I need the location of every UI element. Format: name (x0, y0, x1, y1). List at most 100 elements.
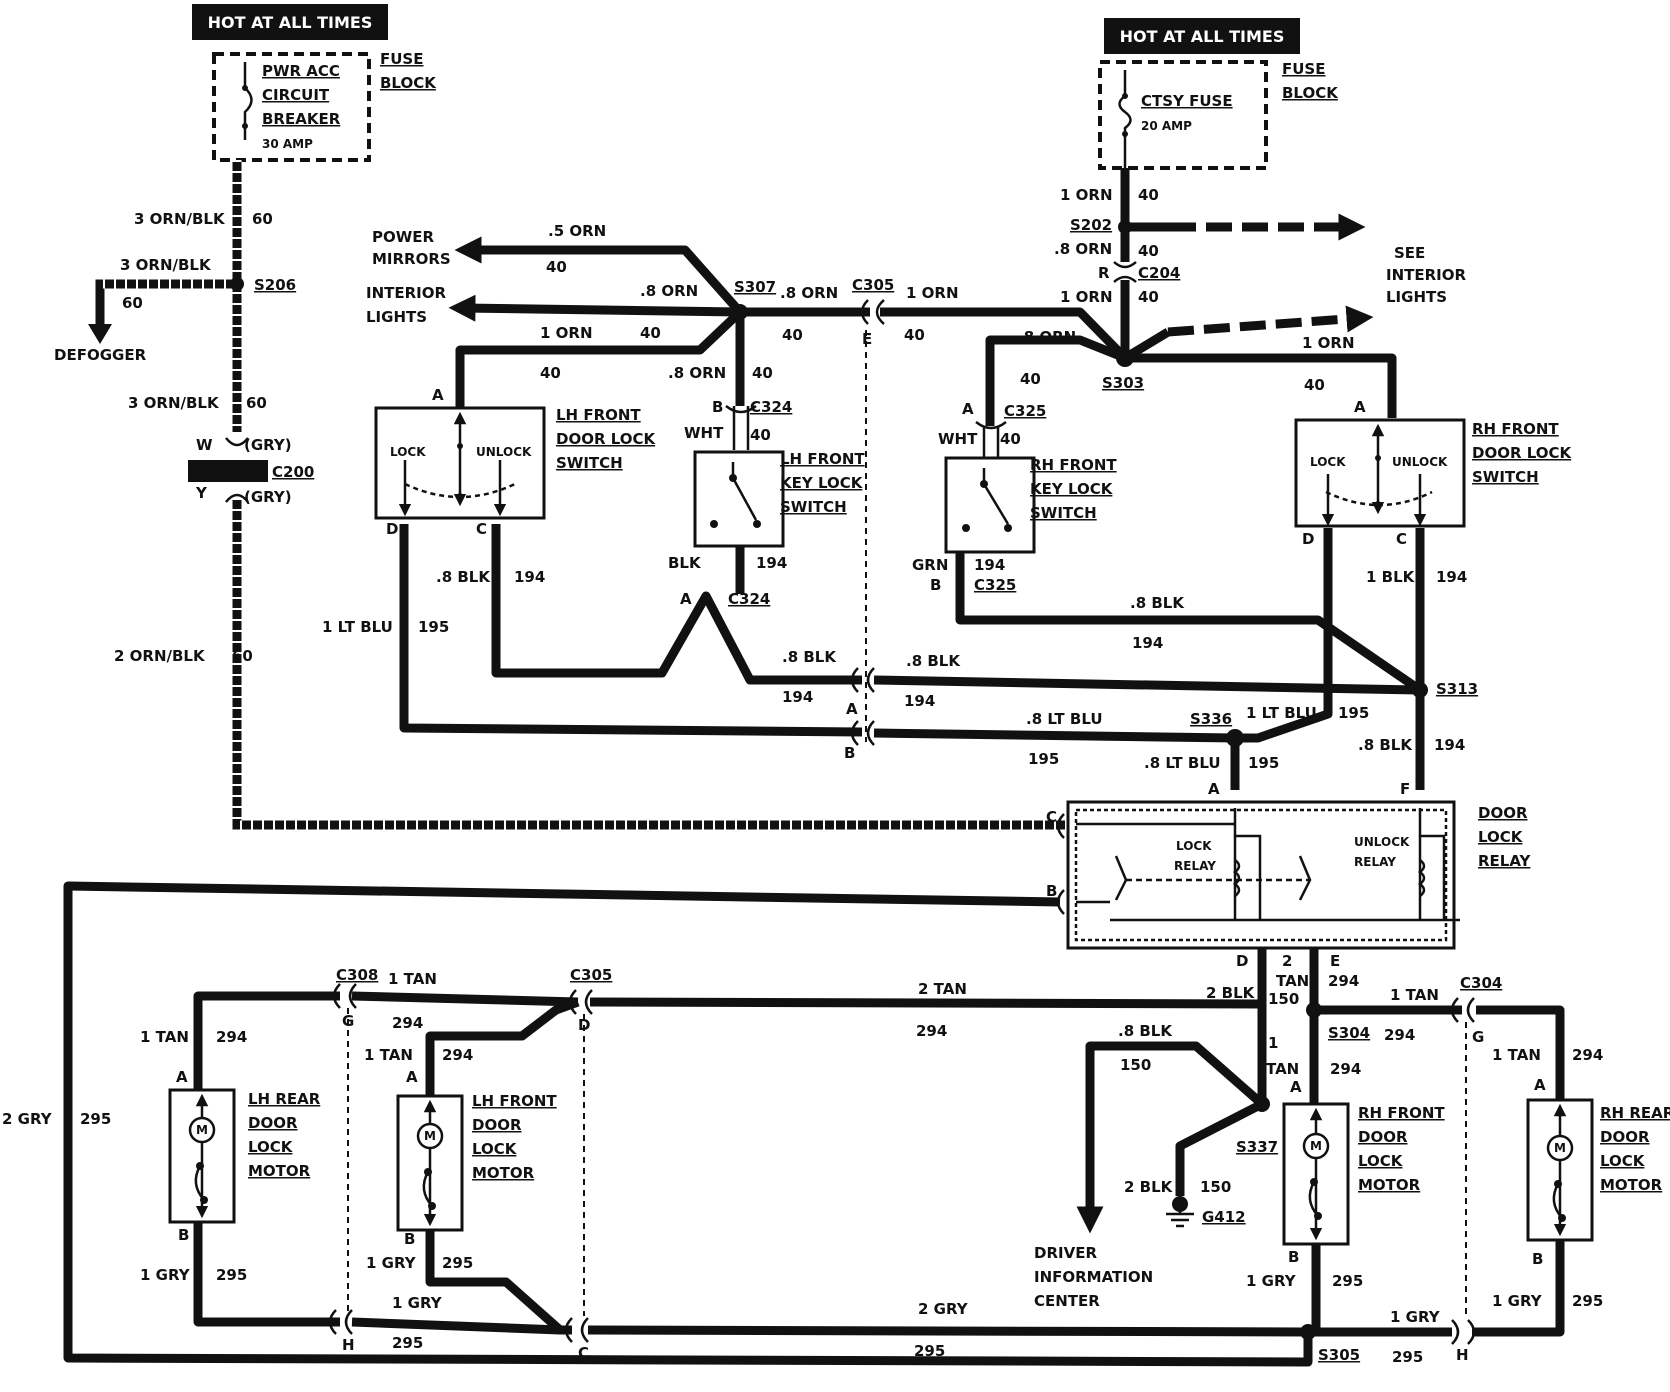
svg-text:295: 295 (442, 1254, 473, 1272)
svg-text:150: 150 (1200, 1178, 1231, 1196)
svg-text:D: D (1302, 530, 1314, 548)
svg-text:BLOCK: BLOCK (380, 74, 437, 92)
svg-text:1 GRY: 1 GRY (1246, 1272, 1297, 1290)
lh-front-door-lock-switch: LOCK UNLOCK LH FRONT DOOR LOCK SWITCH A … (374, 386, 657, 538)
svg-text:FUSE: FUSE (1282, 60, 1325, 78)
wire-orn-distribution (448, 236, 1397, 426)
svg-text:LOCK: LOCK (1358, 1152, 1404, 1170)
wire-labels-orn-distribution: POWER MIRRORS INTERIOR LIGHTS .5 ORN 40 … (366, 222, 1355, 394)
svg-text:294: 294 (1330, 1060, 1361, 1078)
svg-text:A: A (1354, 398, 1366, 416)
svg-text:1 GRY: 1 GRY (392, 1294, 443, 1312)
svg-text:40: 40 (546, 258, 567, 276)
wire-orn-feed-right (1113, 168, 1374, 367)
svg-text:S305: S305 (1318, 1346, 1360, 1364)
svg-text:SWITCH: SWITCH (780, 498, 847, 516)
svg-text:C: C (1046, 808, 1057, 826)
svg-text:DOOR: DOOR (1600, 1128, 1650, 1146)
svg-text:1 LT BLU: 1 LT BLU (322, 618, 393, 636)
svg-text:S307: S307 (734, 278, 776, 296)
svg-text:60: 60 (122, 294, 143, 312)
svg-text:LIGHTS: LIGHTS (1386, 288, 1447, 306)
svg-text:BLOCK: BLOCK (1282, 84, 1339, 102)
svg-text:1 GRY: 1 GRY (366, 1254, 417, 1272)
lh-front-key-lock-switch: B C324 WHT 40 LH FRONT KEY LOCK SWITCH B… (668, 398, 865, 608)
svg-text:.5 ORN: .5 ORN (548, 222, 606, 240)
door-lock-relay: LOCK RELAY UNLOCK RELAY DOOR LOCK RELAY … (1046, 800, 1532, 970)
svg-text:S337: S337 (1236, 1138, 1278, 1156)
wire-labels-left-feed: 3 ORN/BLK 60 3 ORN/BLK S206 60 DEFOGGER … (54, 210, 296, 665)
svg-text:C200: C200 (272, 463, 314, 481)
svg-text:B: B (712, 398, 723, 416)
svg-text:60: 60 (252, 210, 273, 228)
rh-rear-door-lock-motor: M RH REAR DOOR LOCK MOTOR A B (1526, 1076, 1670, 1268)
svg-text:M: M (1554, 1141, 1566, 1155)
svg-text:.8 LT BLU: .8 LT BLU (1026, 710, 1103, 728)
svg-text:MOTOR: MOTOR (248, 1162, 311, 1180)
svg-text:1 ORN: 1 ORN (906, 284, 959, 302)
svg-text:LOCK: LOCK (1176, 839, 1212, 853)
svg-text:.8 BLK: .8 BLK (782, 648, 837, 666)
svg-text:1 ORN: 1 ORN (1060, 288, 1113, 306)
svg-text:295: 295 (392, 1334, 423, 1352)
svg-text:LH FRONT: LH FRONT (780, 450, 865, 468)
svg-text:DRIVER: DRIVER (1034, 1244, 1097, 1262)
lh-front-door-lock-motor: M LH FRONT DOOR LOCK MOTOR A B (396, 1068, 557, 1248)
svg-text:S202: S202 (1070, 216, 1112, 234)
svg-text:295: 295 (914, 1342, 945, 1360)
svg-text:2 ORN/BLK: 2 ORN/BLK (114, 647, 206, 665)
svg-text:B: B (404, 1230, 415, 1248)
svg-text:1 ORN: 1 ORN (1302, 334, 1355, 352)
svg-text:LH FRONT: LH FRONT (556, 406, 641, 424)
svg-text:Y: Y (195, 484, 208, 502)
svg-text:2: 2 (1282, 952, 1292, 970)
svg-text:LOCK: LOCK (472, 1140, 518, 1158)
svg-text:GRN: GRN (912, 556, 948, 574)
svg-text:H: H (342, 1336, 355, 1354)
svg-text:M: M (1310, 1139, 1322, 1153)
svg-text:M: M (424, 1129, 436, 1143)
svg-text:BREAKER: BREAKER (262, 110, 341, 128)
svg-text:195: 195 (1248, 754, 1279, 772)
svg-text:194: 194 (782, 688, 813, 706)
svg-text:E: E (862, 330, 872, 348)
svg-text:A: A (432, 386, 444, 404)
rh-front-key-lock-switch: A C325 WHT 40 RH FRONT KEY LOCK SWITCH G… (912, 400, 1423, 694)
svg-text:2 GRY: 2 GRY (918, 1300, 969, 1318)
svg-text:A: A (1534, 1076, 1546, 1094)
svg-text:.8 LT BLU: .8 LT BLU (1144, 754, 1221, 772)
svg-text:1 TAN: 1 TAN (140, 1028, 189, 1046)
svg-text:1: 1 (1268, 1034, 1278, 1052)
svg-text:TAN: TAN (1266, 1060, 1299, 1078)
svg-text:194: 194 (756, 554, 787, 572)
svg-text:294: 294 (1384, 1026, 1415, 1044)
svg-text:1 TAN: 1 TAN (1492, 1046, 1541, 1064)
svg-text:(GRY): (GRY) (244, 488, 292, 506)
svg-text:3 ORN/BLK: 3 ORN/BLK (120, 256, 212, 274)
svg-text:G: G (342, 1012, 354, 1030)
svg-text:LOCK: LOCK (248, 1138, 294, 1156)
svg-text:3 ORN/BLK: 3 ORN/BLK (128, 394, 220, 412)
svg-text:S336: S336 (1190, 710, 1232, 728)
svg-text:.8 ORN: .8 ORN (668, 364, 726, 382)
svg-text:SWITCH: SWITCH (1030, 504, 1097, 522)
svg-text:40: 40 (1138, 288, 1159, 306)
svg-text:1 TAN: 1 TAN (388, 970, 437, 988)
svg-text:C325: C325 (974, 576, 1016, 594)
wire-blk-ltblu-mid (399, 330, 1428, 790)
svg-text:C324: C324 (750, 398, 792, 416)
svg-text:LOCK: LOCK (1600, 1152, 1646, 1170)
svg-text:C204: C204 (1138, 264, 1180, 282)
svg-text:.8 BLK: .8 BLK (436, 568, 491, 586)
svg-text:C305: C305 (852, 276, 894, 294)
svg-text:CTSY FUSE: CTSY FUSE (1141, 92, 1233, 110)
wire-gry-outer-loop (63, 813, 1313, 1367)
svg-text:295: 295 (80, 1110, 111, 1128)
svg-text:MOTOR: MOTOR (1600, 1176, 1663, 1194)
svg-text:CIRCUIT: CIRCUIT (262, 86, 330, 104)
svg-text:1 TAN: 1 TAN (1390, 986, 1439, 1004)
svg-text:150: 150 (1120, 1056, 1151, 1074)
svg-text:194: 194 (904, 692, 935, 710)
svg-text:RELAY: RELAY (1478, 852, 1532, 870)
